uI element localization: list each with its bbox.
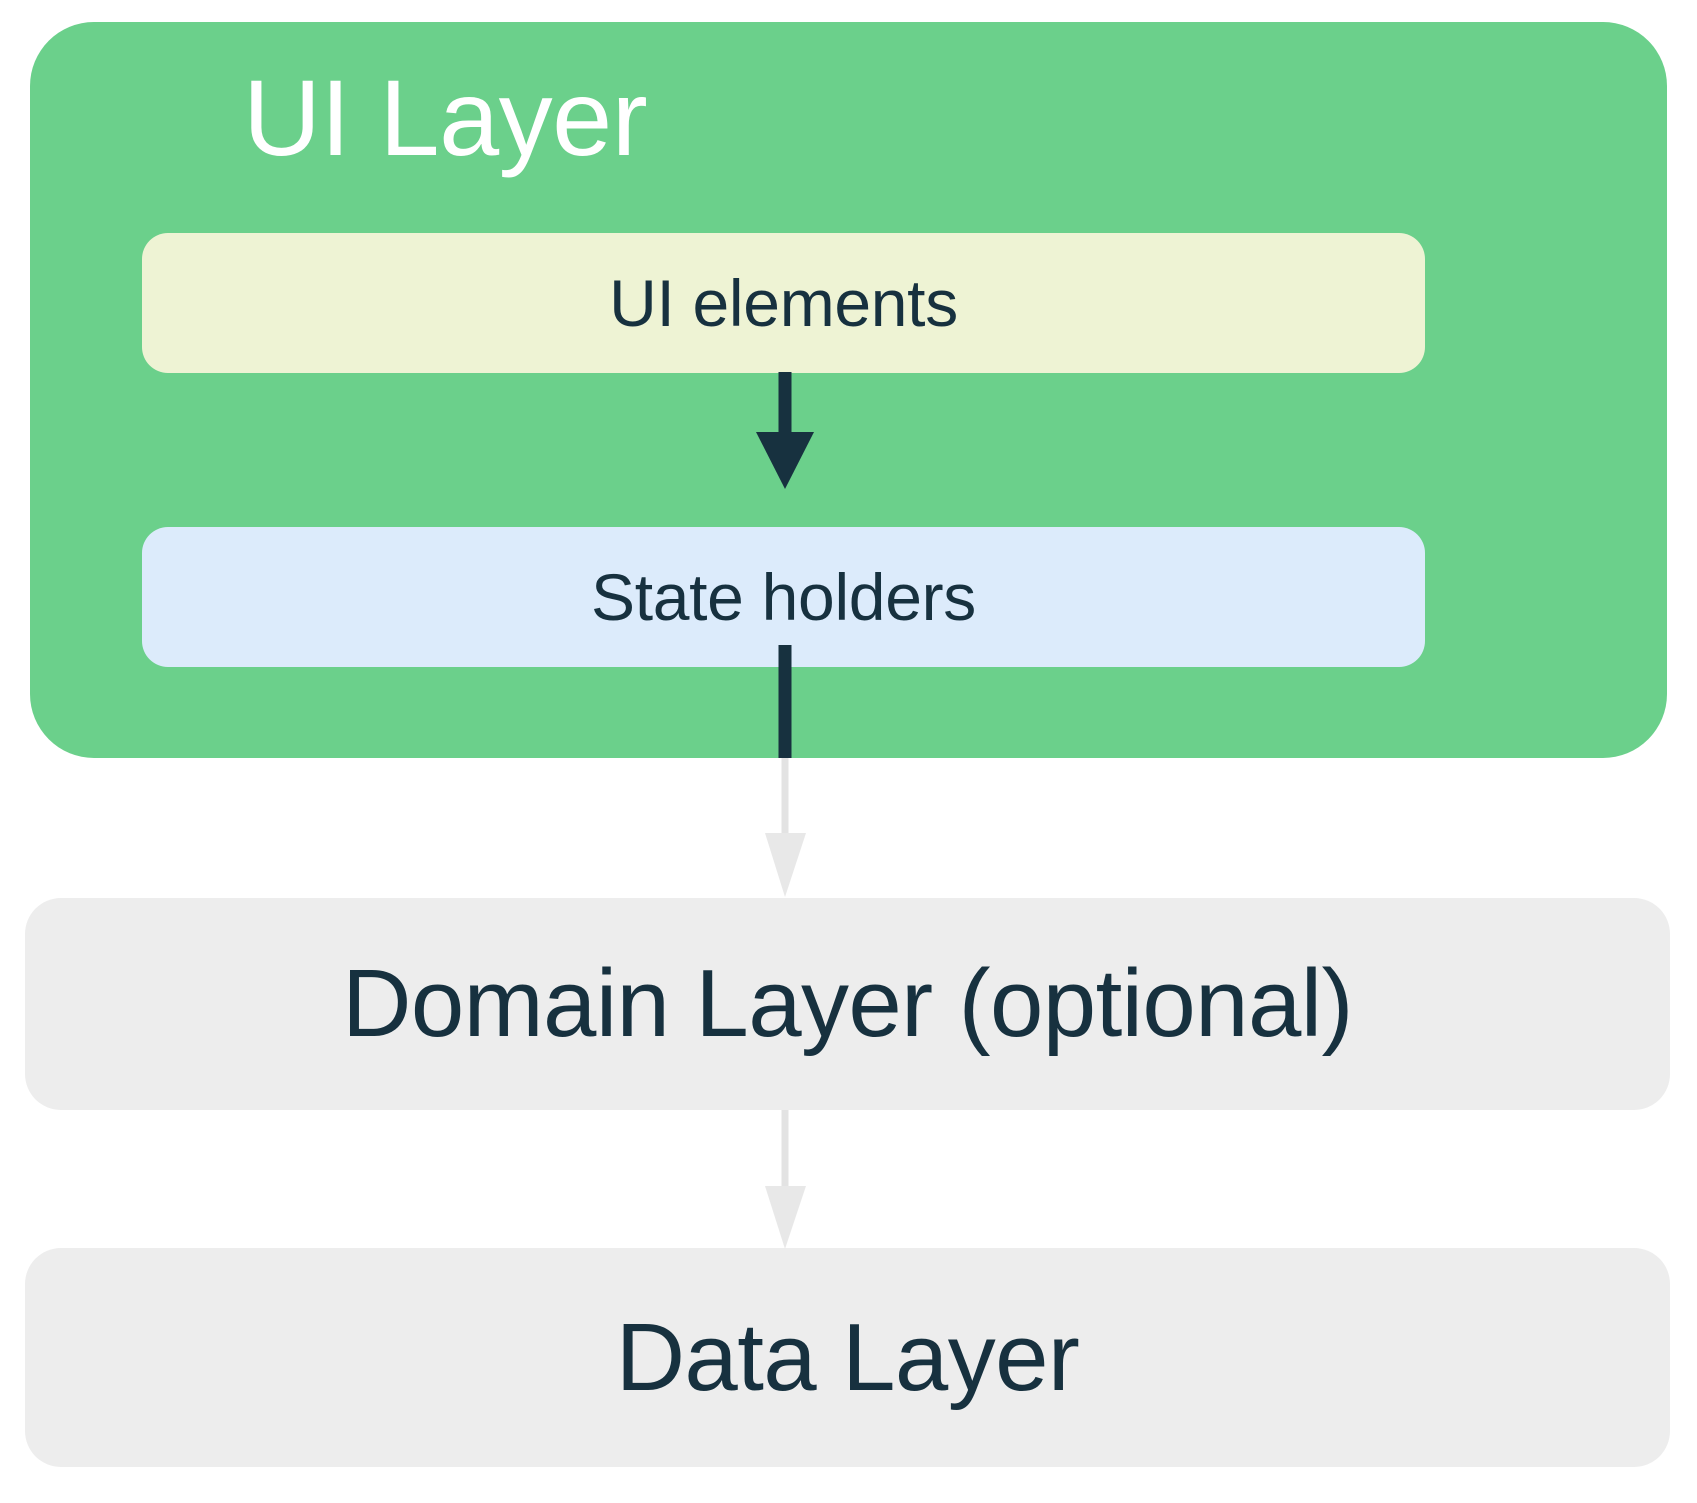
- ui-layer-title: UI Layer: [243, 57, 648, 178]
- state-holders-box: State holders: [142, 527, 1425, 667]
- ui-elements-label: UI elements: [609, 266, 958, 340]
- ui-layer-container: UI Layer UI elements State holders: [30, 22, 1667, 758]
- domain-layer-box: Domain Layer (optional): [25, 898, 1670, 1110]
- arrow-down-icon: [765, 833, 806, 897]
- data-layer-label: Data Layer: [615, 1303, 1080, 1411]
- arrow-down-icon: [765, 1186, 806, 1249]
- ui-elements-box: UI elements: [142, 233, 1425, 373]
- data-layer-box: Data Layer: [25, 1248, 1670, 1467]
- domain-layer-label: Domain Layer (optional): [342, 950, 1353, 1057]
- state-holders-label: State holders: [590, 560, 976, 634]
- connector-domain-layer-to-data-layer: [765, 1110, 806, 1249]
